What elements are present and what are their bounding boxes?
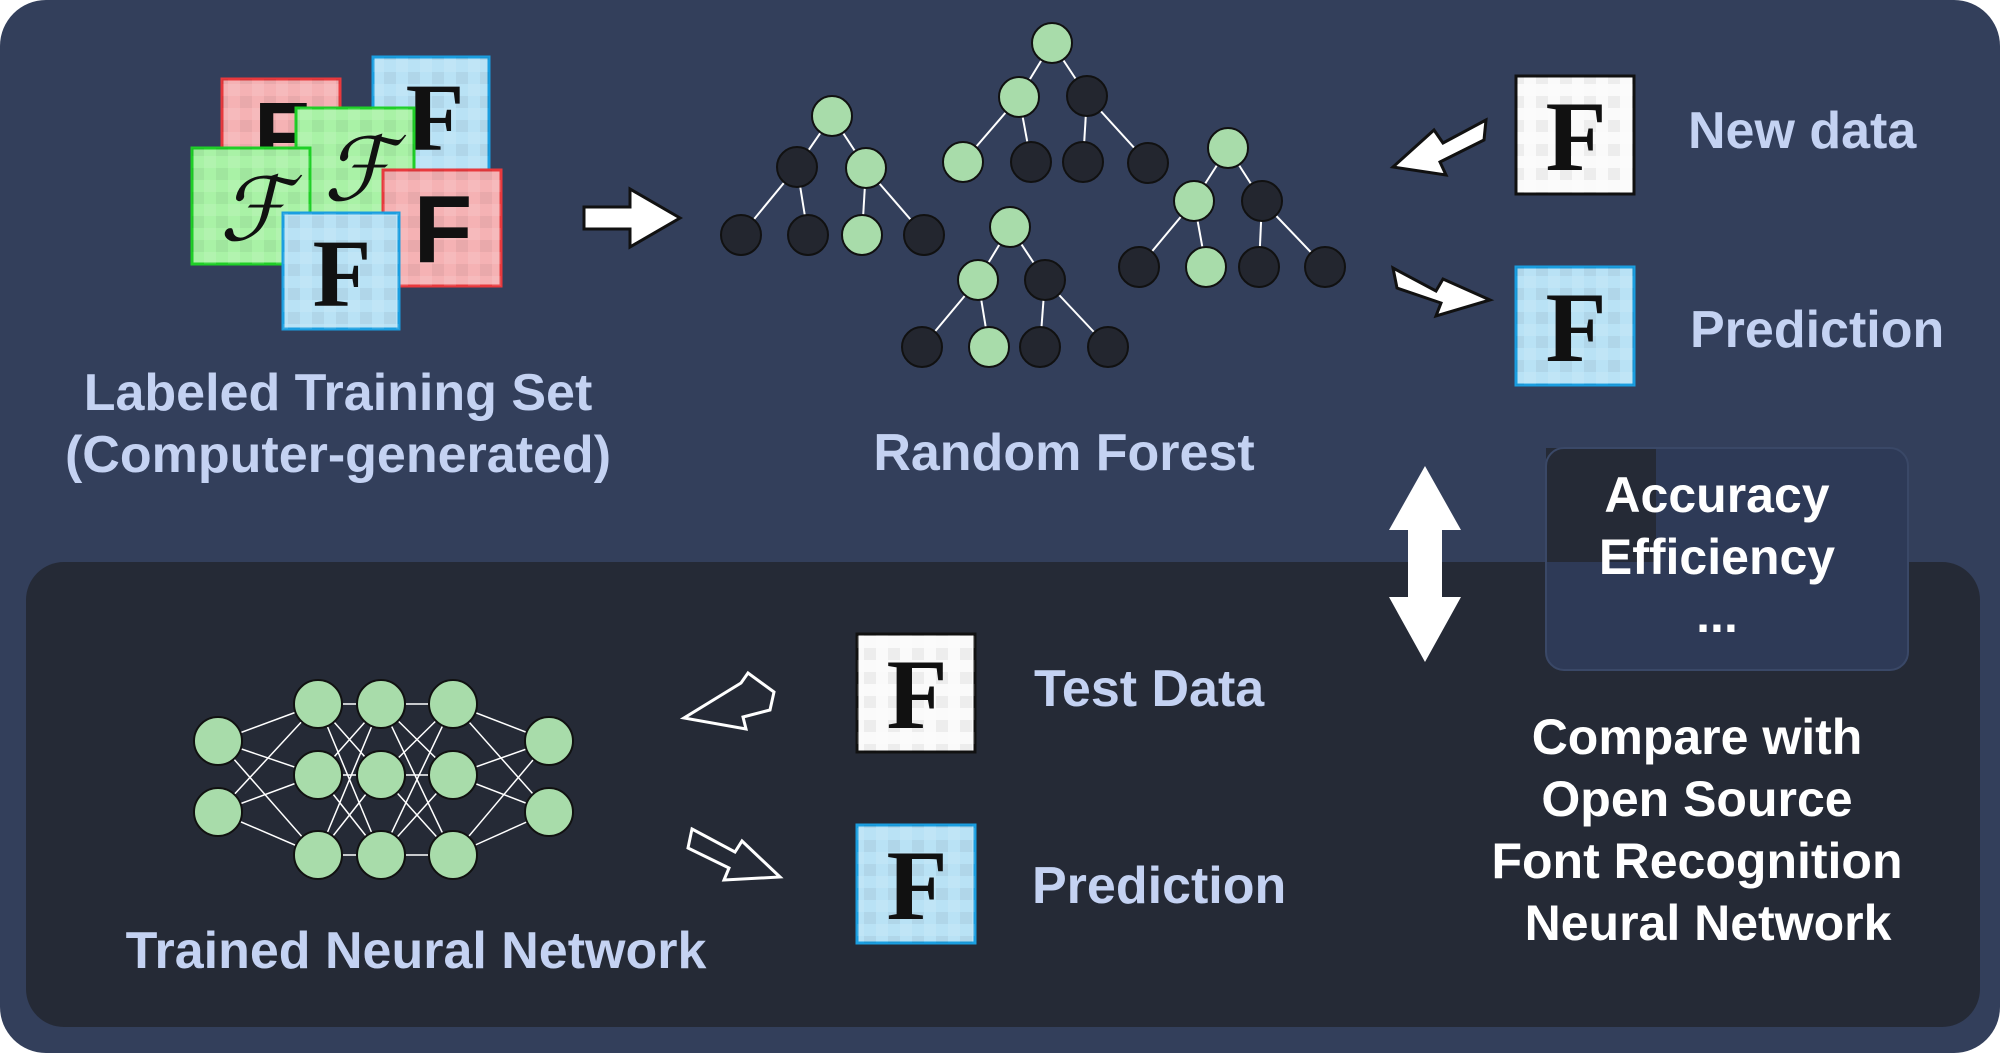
nn-edge: [380, 703, 454, 856]
neural-network-graph: [193, 679, 574, 880]
test-data-card: F: [855, 632, 977, 754]
sample-card: F: [381, 168, 503, 288]
arrow-left-icon: [1389, 117, 1488, 177]
decision-tree: [720, 95, 945, 256]
sample-card: F: [281, 211, 401, 331]
tree-node: [1304, 246, 1346, 288]
tree-node: [1127, 142, 1169, 184]
tree-node: [989, 206, 1031, 248]
sample-glyph: F: [313, 220, 372, 327]
nn-prediction-label: Prediction: [1032, 857, 1286, 915]
compare-line-3: Font Recognition: [1491, 833, 1902, 889]
tree-node: [998, 76, 1040, 118]
nn-node: [293, 750, 343, 800]
arrow-right-icon: [582, 186, 683, 250]
nn-node: [356, 750, 406, 800]
training-set-label: Labeled Training Set: [84, 364, 593, 422]
nn-prediction-card: F: [855, 823, 977, 945]
tree-node: [942, 141, 984, 183]
tree-node: [968, 326, 1010, 368]
neural-network-panel: [26, 562, 1980, 1027]
nn-node: [524, 716, 574, 766]
tree-node: [1118, 246, 1160, 288]
tree-node: [776, 146, 818, 188]
tree-node: [903, 214, 945, 256]
compare-line-1: Compare with: [1532, 709, 1863, 765]
tree-node: [841, 214, 883, 256]
test-data-label: Test Data: [1034, 660, 1265, 718]
tree-node: [845, 147, 887, 189]
compare-line-4: Neural Network: [1525, 895, 1892, 951]
arrow-right-icon: [1390, 265, 1495, 319]
tree-node: [901, 326, 943, 368]
test-data-glyph: F: [886, 639, 947, 750]
metrics-box: Accuracy Efficiency ...: [1545, 447, 1909, 671]
sample-glyph: F: [414, 176, 473, 283]
decision-tree: [901, 206, 1129, 368]
tree-node: [1062, 141, 1104, 183]
tree-node: [720, 214, 762, 256]
nn-node: [193, 787, 243, 837]
nn-node: [428, 679, 478, 729]
arrow-left-icon: [679, 670, 776, 731]
nn-node: [356, 679, 406, 729]
nn-node: [293, 679, 343, 729]
rf-prediction-card: F: [1514, 265, 1636, 387]
nn-edge: [217, 740, 319, 856]
tree-node: [1031, 22, 1073, 64]
tree-node: [1066, 75, 1108, 117]
nn-node: [428, 750, 478, 800]
tree-node: [1173, 180, 1215, 222]
nn-node: [193, 716, 243, 766]
metric-accuracy: Accuracy: [1604, 467, 1829, 523]
tree-node: [1010, 141, 1052, 183]
nn-prediction-glyph: F: [886, 830, 947, 941]
training-set-sublabel: (Computer-generated): [65, 426, 611, 484]
neural-network-label: Trained Neural Network: [126, 922, 707, 980]
nn-edge: [317, 703, 382, 856]
nn-node: [524, 787, 574, 837]
tree-node: [1019, 326, 1061, 368]
nn-node: [428, 830, 478, 880]
tree-node: [957, 259, 999, 301]
tree-node: [1238, 246, 1280, 288]
tree-node: [1024, 259, 1066, 301]
random-forest-label: Random Forest: [873, 424, 1254, 482]
new-data-label: New data: [1688, 102, 1917, 160]
new-data-card: F: [1514, 74, 1636, 196]
random-forest-trees: [720, 22, 1346, 368]
arrow-right-icon: [686, 826, 784, 882]
new-data-glyph: F: [1545, 81, 1606, 192]
tree-node: [1241, 180, 1283, 222]
metric-more: ...: [1696, 587, 1738, 643]
decision-tree: [942, 22, 1169, 184]
decision-tree: [1118, 127, 1346, 288]
tree-node: [1087, 326, 1129, 368]
tree-node: [1185, 246, 1227, 288]
compare-line-2: Open Source: [1541, 771, 1852, 827]
tree-node: [811, 95, 853, 137]
tree-node: [1207, 127, 1249, 169]
compare-double-arrow-icon: [1389, 466, 1461, 662]
tree-node: [787, 214, 829, 256]
training-set-cards: F F ℱ F ℱ F: [190, 55, 503, 331]
rf-prediction-label: Prediction: [1690, 301, 1944, 359]
metric-efficiency: Efficiency: [1599, 529, 1835, 585]
nn-node: [356, 830, 406, 880]
rf-prediction-glyph: F: [1545, 272, 1606, 383]
nn-node: [293, 830, 343, 880]
